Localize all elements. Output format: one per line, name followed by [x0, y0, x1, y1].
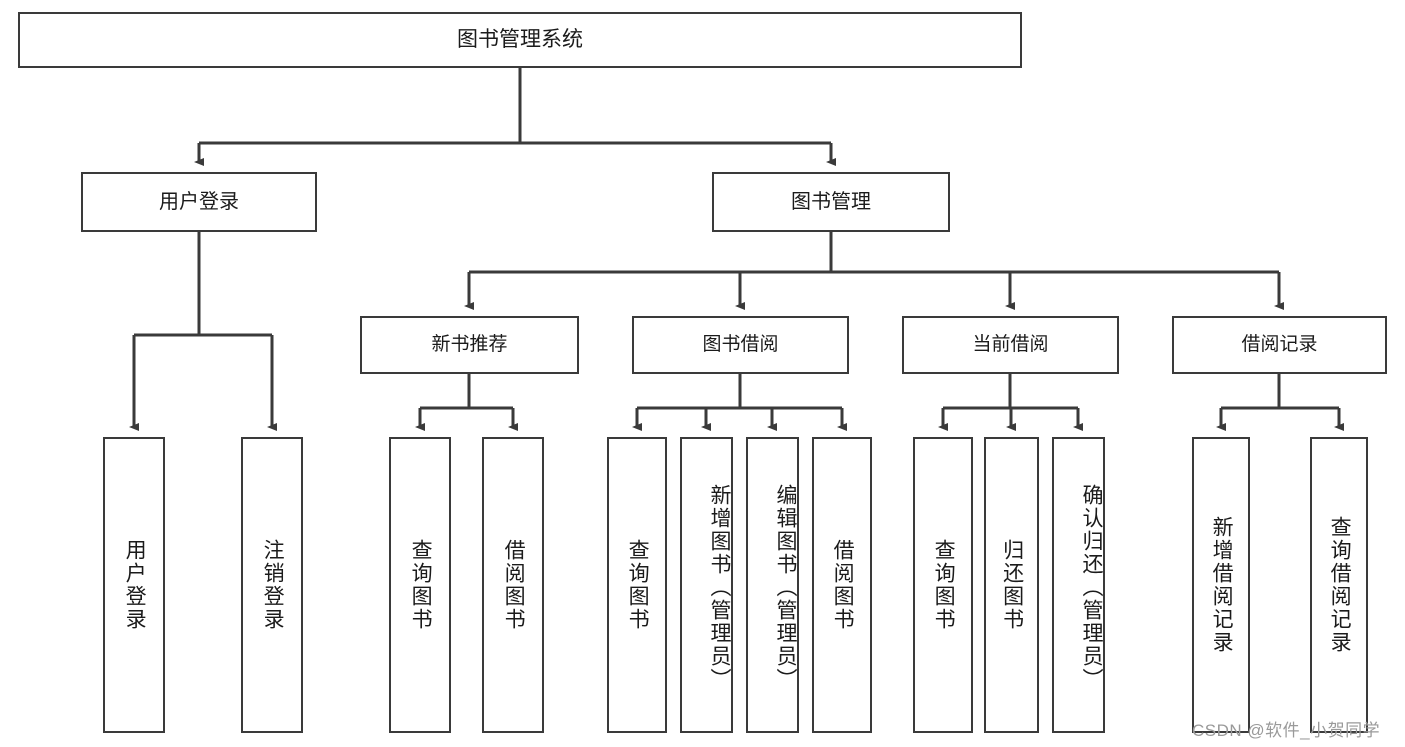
- node-current-borrowing[interactable]: 当前借阅: [902, 316, 1119, 374]
- node-leaf-add-borrow-record[interactable]: 新增借阅记录: [1192, 437, 1250, 733]
- node-leaf-add-book-admin[interactable]: 新增图书（管理员）: [680, 437, 733, 733]
- node-borrowing-record[interactable]: 借阅记录: [1172, 316, 1387, 374]
- node-leaf-return-book[interactable]: 归还图书: [984, 437, 1039, 733]
- node-leaf-query-book-3[interactable]: 查询图书: [913, 437, 973, 733]
- watermark-text: CSDN @软件_小贺同学: [1192, 721, 1381, 740]
- node-leaf-logout[interactable]: 注销登录: [241, 437, 303, 733]
- node-leaf-borrow-book-1[interactable]: 借阅图书: [482, 437, 544, 733]
- node-leaf-query-book-1[interactable]: 查询图书: [389, 437, 451, 733]
- node-leaf-borrow-book-2[interactable]: 借阅图书: [812, 437, 872, 733]
- node-root-system[interactable]: 图书管理系统: [18, 12, 1022, 68]
- node-new-book-recommendation[interactable]: 新书推荐: [360, 316, 579, 374]
- node-leaf-user-login[interactable]: 用户登录: [103, 437, 165, 733]
- node-book-management[interactable]: 图书管理: [712, 172, 950, 232]
- node-leaf-query-book-2[interactable]: 查询图书: [607, 437, 667, 733]
- node-leaf-confirm-return-admin[interactable]: 确认归还（管理员）: [1052, 437, 1105, 733]
- node-leaf-query-borrow-record[interactable]: 查询借阅记录: [1310, 437, 1368, 733]
- node-leaf-edit-book-admin[interactable]: 编辑图书（管理员）: [746, 437, 799, 733]
- node-book-borrowing[interactable]: 图书借阅: [632, 316, 849, 374]
- node-user-login[interactable]: 用户登录: [81, 172, 317, 232]
